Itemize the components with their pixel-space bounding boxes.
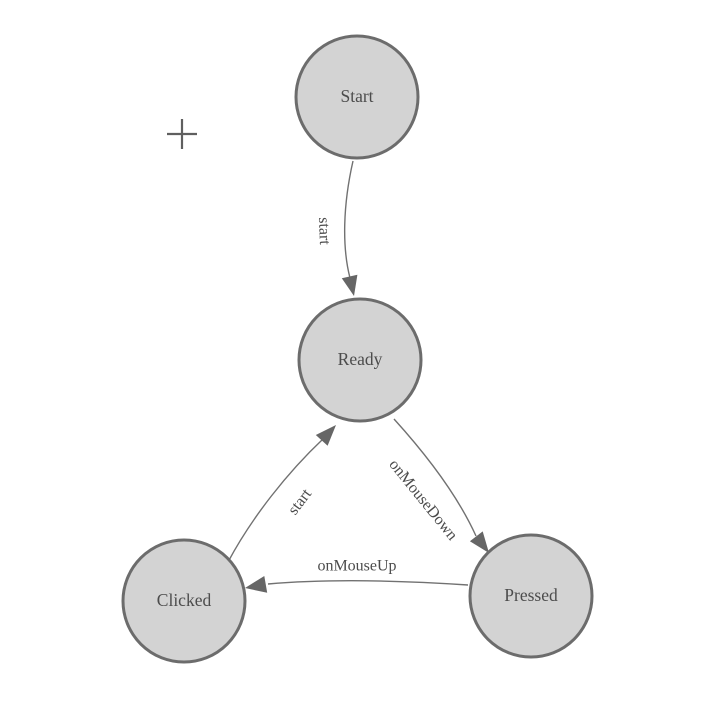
edge-label-pressed-to-clicked: onMouseUp	[317, 558, 396, 575]
node-clicked[interactable]: Clicked	[121, 538, 247, 664]
edge-line-ready-to-pressed[interactable]	[393, 418, 477, 537]
edge-pressed-to-clicked[interactable]: onMouseUp	[245, 558, 469, 593]
node-pressed-circle[interactable]	[468, 533, 594, 659]
node-pressed[interactable]: Pressed	[468, 533, 594, 659]
node-start[interactable]: Start	[294, 34, 420, 160]
edge-label-ready-to-pressed: onMouseDown	[385, 456, 460, 543]
arrowhead-pressed-to-clicked	[245, 576, 268, 593]
edge-start-to-ready[interactable]: start	[315, 160, 358, 296]
node-ready[interactable]: Ready	[297, 297, 423, 423]
crosshair-icon	[167, 119, 197, 149]
edge-clicked-to-ready[interactable]: start	[227, 425, 336, 563]
edge-ready-to-pressed[interactable]: onMouseDown	[385, 418, 489, 553]
node-start-label: Start	[340, 86, 373, 106]
arrowhead-start-to-ready	[341, 274, 358, 296]
edge-line-start-to-ready[interactable]	[343, 160, 354, 279]
node-clicked-circle[interactable]	[121, 538, 247, 664]
node-ready-label: Ready	[338, 349, 383, 369]
node-start-circle[interactable]	[294, 34, 420, 160]
edge-label-start-to-ready: start	[315, 217, 333, 246]
node-pressed-label: Pressed	[504, 585, 558, 605]
arrowhead-ready-to-pressed	[469, 531, 489, 553]
edge-label-clicked-to-ready: start	[285, 485, 315, 518]
node-ready-circle[interactable]	[297, 297, 423, 423]
edge-line-clicked-to-ready[interactable]	[227, 438, 324, 563]
arrowhead-clicked-to-ready	[315, 425, 336, 446]
node-clicked-label: Clicked	[157, 590, 212, 610]
edge-line-pressed-to-clicked[interactable]	[267, 580, 469, 586]
